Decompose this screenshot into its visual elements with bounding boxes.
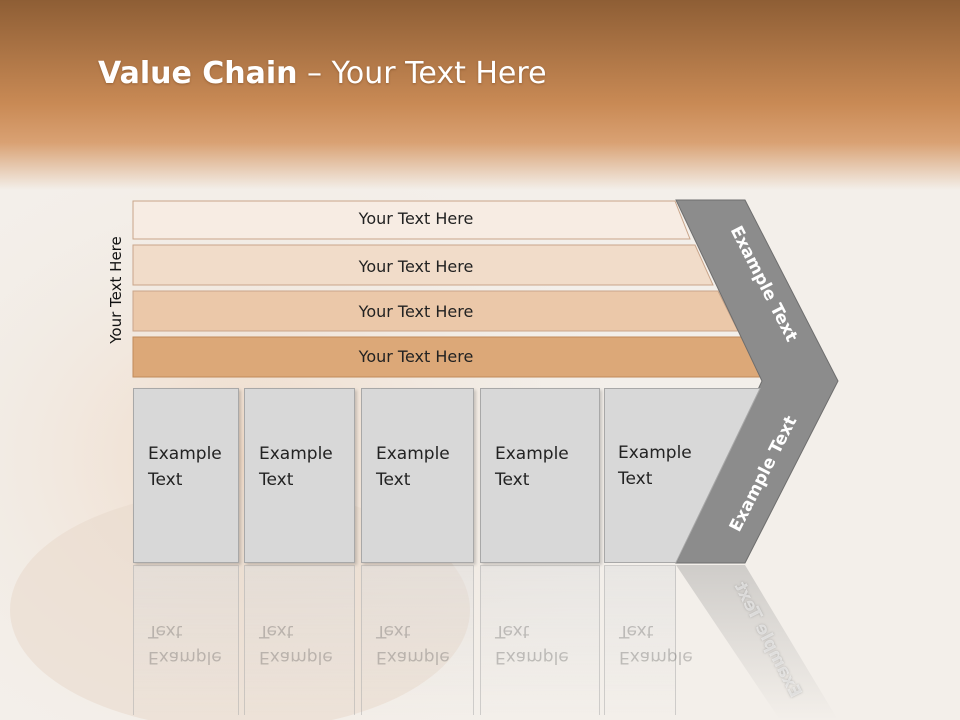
box-line-1: Example — [618, 443, 692, 463]
band-3 — [132, 290, 739, 332]
chevron-arrow — [675, 199, 839, 564]
title-rest: – Your Text Here — [297, 56, 547, 91]
box-line-1: Example — [376, 444, 450, 464]
title-bold: Value Chain — [98, 56, 298, 91]
activity-box-5 — [604, 388, 761, 563]
box-line-2: Text — [376, 470, 411, 490]
box-line-2: Text — [495, 470, 530, 490]
box-line-2: Text — [618, 469, 653, 489]
box-line-1: Example — [148, 444, 222, 464]
slide-title: Value Chain – Your Text Here — [98, 56, 547, 91]
box-line-1: Example — [495, 444, 569, 464]
box-line-2: Text — [259, 470, 294, 490]
box-line-1: Example — [259, 444, 333, 464]
box-line-2: Text — [148, 470, 183, 490]
band-1 — [132, 200, 691, 240]
chevron-reflection — [676, 565, 838, 720]
band-4 — [132, 336, 763, 378]
band-2 — [132, 244, 714, 286]
